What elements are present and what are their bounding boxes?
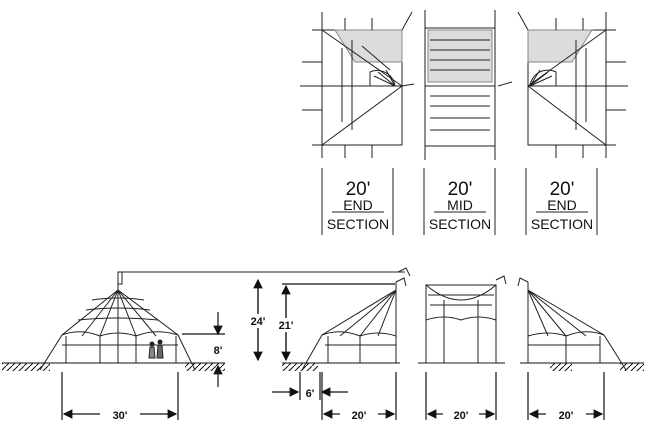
end-section-elevation-right [517, 277, 627, 371]
plan-1-line1: END [343, 197, 373, 213]
plan-3-line2: SECTION [531, 216, 593, 232]
dim-width-section-c: 20' [559, 410, 574, 422]
plan-1-size: 20' [346, 179, 371, 200]
plan-label-boxes [321, 168, 598, 235]
dim-mid-height: 21' [279, 320, 294, 332]
plan-end-section-right [517, 11, 628, 158]
plan-3-size: 20' [550, 179, 575, 200]
dim-stake-offset: 6' [306, 388, 315, 400]
plan-mid-section [424, 10, 513, 160]
plan-2-size: 20' [448, 179, 473, 200]
dim-peak-height: 24' [251, 316, 266, 328]
plan-2-line1: MID [447, 197, 473, 213]
ground [2, 362, 644, 371]
dim-width-main: 30' [113, 410, 128, 422]
plan-1-line2: SECTION [327, 216, 389, 232]
plan-3-line1: END [547, 197, 577, 213]
dim-width-section-a: 20' [352, 410, 367, 422]
end-section-elevation-left [301, 277, 407, 371]
plan-2-line2: SECTION [429, 216, 491, 232]
dim-side-height: 8' [214, 345, 223, 357]
dimension-label-backgrounds [104, 314, 584, 421]
dimension-lines [61, 278, 605, 420]
main-tent-elevation [39, 267, 411, 371]
plan-end-section-left [300, 11, 415, 158]
mid-section-elevation [425, 275, 507, 364]
dim-width-section-b: 20' [454, 410, 469, 422]
